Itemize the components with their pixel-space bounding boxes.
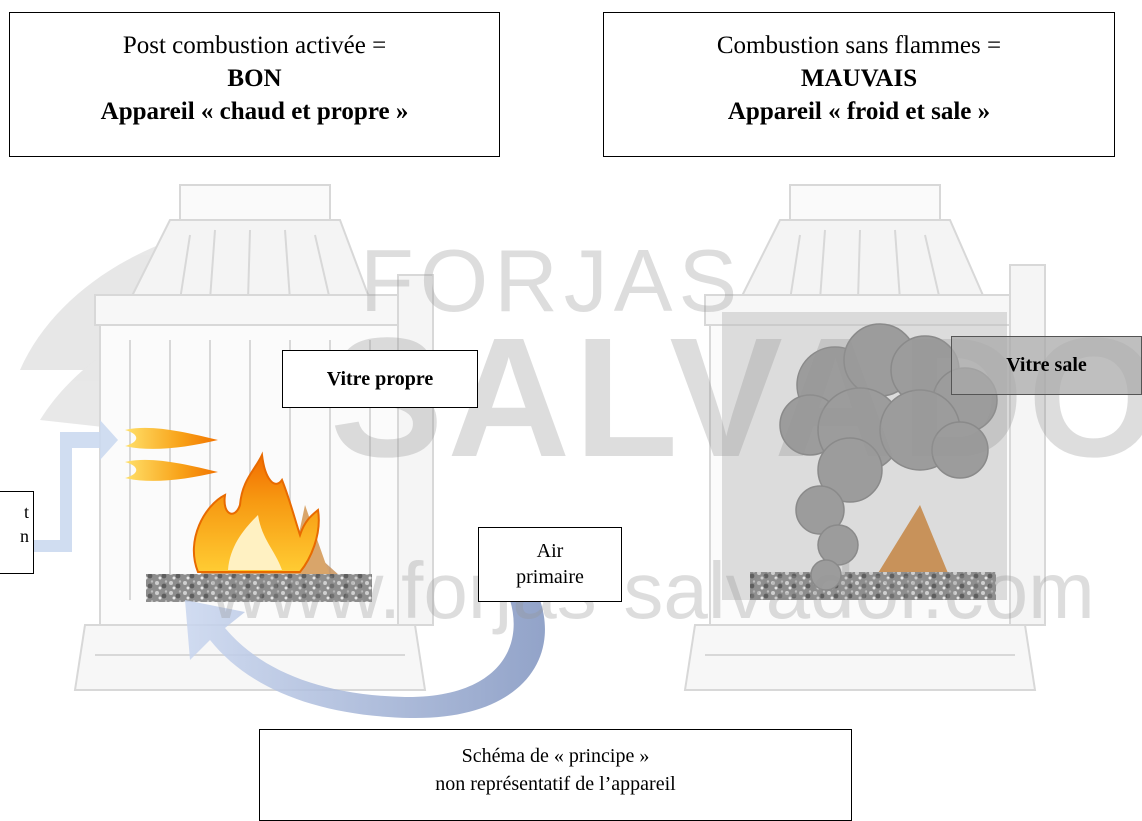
good-combustion-box: Post combustion activée = BON Appareil «… [9,12,500,157]
smoke-icon [779,323,998,591]
primary-air-label: Air primaire [478,527,622,602]
bad-combustion-verdict: MAUVAIS [800,65,918,92]
caption-line2: non représentatif de l’appareil [435,773,676,795]
stone-bed-left [146,574,372,602]
good-combustion-verdict: BON [227,65,282,92]
bad-combustion-box: Combustion sans flammes = MAUVAIS Appare… [603,12,1115,157]
primary-air-arrow [185,600,545,719]
primary-air-label-line2: primaire [516,566,584,588]
secondary-air-label: t n [0,491,34,574]
wood-logs-right [875,505,950,578]
clean-glass-label: Vitre propre [282,350,478,408]
secondary-air-jets-icon [125,427,218,481]
watermark-brand-top: FORJAS [360,231,744,330]
flames-icon [192,451,320,573]
stone-bed-right [750,572,996,600]
bad-combustion-line3: Appareil « froid et sale » [727,98,991,125]
good-combustion-line1: Post combustion activée = [122,32,387,59]
secondary-air-arrow [26,420,118,552]
good-combustion-line3: Appareil « chaud et propre » [100,98,409,125]
watermark-url: www.forjas-salvador.com [210,546,1095,635]
primary-air-label-line1: Air [536,540,564,562]
dirty-glass-label: Vitre sale [951,336,1142,395]
secondary-air-label-line2: n [20,526,29,546]
caption-line1: Schéma de « principe » [461,745,650,767]
secondary-air-label-line1: t [23,502,29,522]
bad-combustion-line1: Combustion sans flammes = [716,32,1002,59]
schema-caption: Schéma de « principe » non représentatif… [259,729,852,821]
